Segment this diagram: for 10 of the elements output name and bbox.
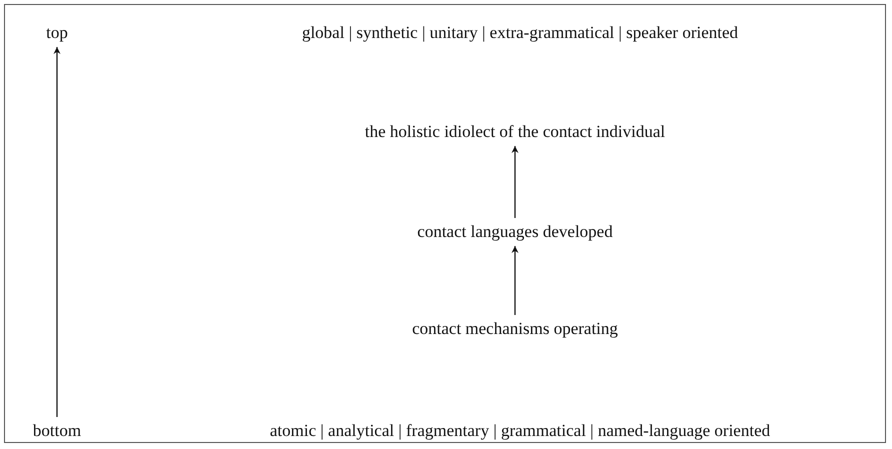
node-label: contact mechanisms operating: [410, 318, 620, 340]
arrow: [54, 47, 60, 417]
attribute-list: global | synthetic | unitary | extra-grammatical | speaker oriented: [300, 22, 740, 44]
node-label: the holistic idiolect of the contact individual: [362, 121, 668, 143]
attribute-list: atomic | analytical | fragmentary | grammatical | named-language oriented: [268, 420, 772, 442]
node-label: contact languages developed: [415, 221, 615, 243]
arrow: [512, 146, 518, 218]
arrow: [512, 246, 518, 315]
node-label: top: [44, 22, 70, 44]
node-label: bottom: [30, 420, 84, 442]
